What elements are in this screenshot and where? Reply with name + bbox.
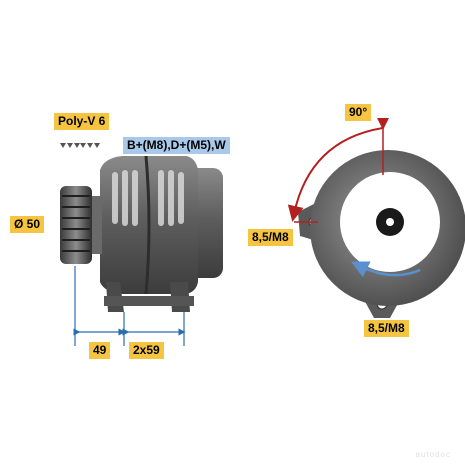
- terminals-label: B+(M8),D+(M5),W: [123, 137, 230, 154]
- alternator-end-view: [298, 150, 465, 318]
- watermark: autodoc: [415, 450, 451, 459]
- mount-angle-label: 90°: [345, 104, 372, 121]
- alternator-side-view: [60, 155, 223, 312]
- angle-arc-icon: [287, 118, 389, 223]
- groove-icon: [60, 143, 100, 148]
- length-a-label: 49: [89, 342, 111, 359]
- pulley-diameter-label: Ø 50: [10, 216, 45, 233]
- bolt-bottom-label: 8,5/M8: [364, 320, 409, 337]
- length-b-label: 2x59: [129, 342, 164, 359]
- rotation-arrow-icon: [351, 261, 421, 278]
- belt-type-label: Poly-V 6: [54, 113, 110, 130]
- dimension-lines: [73, 266, 186, 346]
- bolt-left-label: 8,5/M8: [248, 229, 293, 246]
